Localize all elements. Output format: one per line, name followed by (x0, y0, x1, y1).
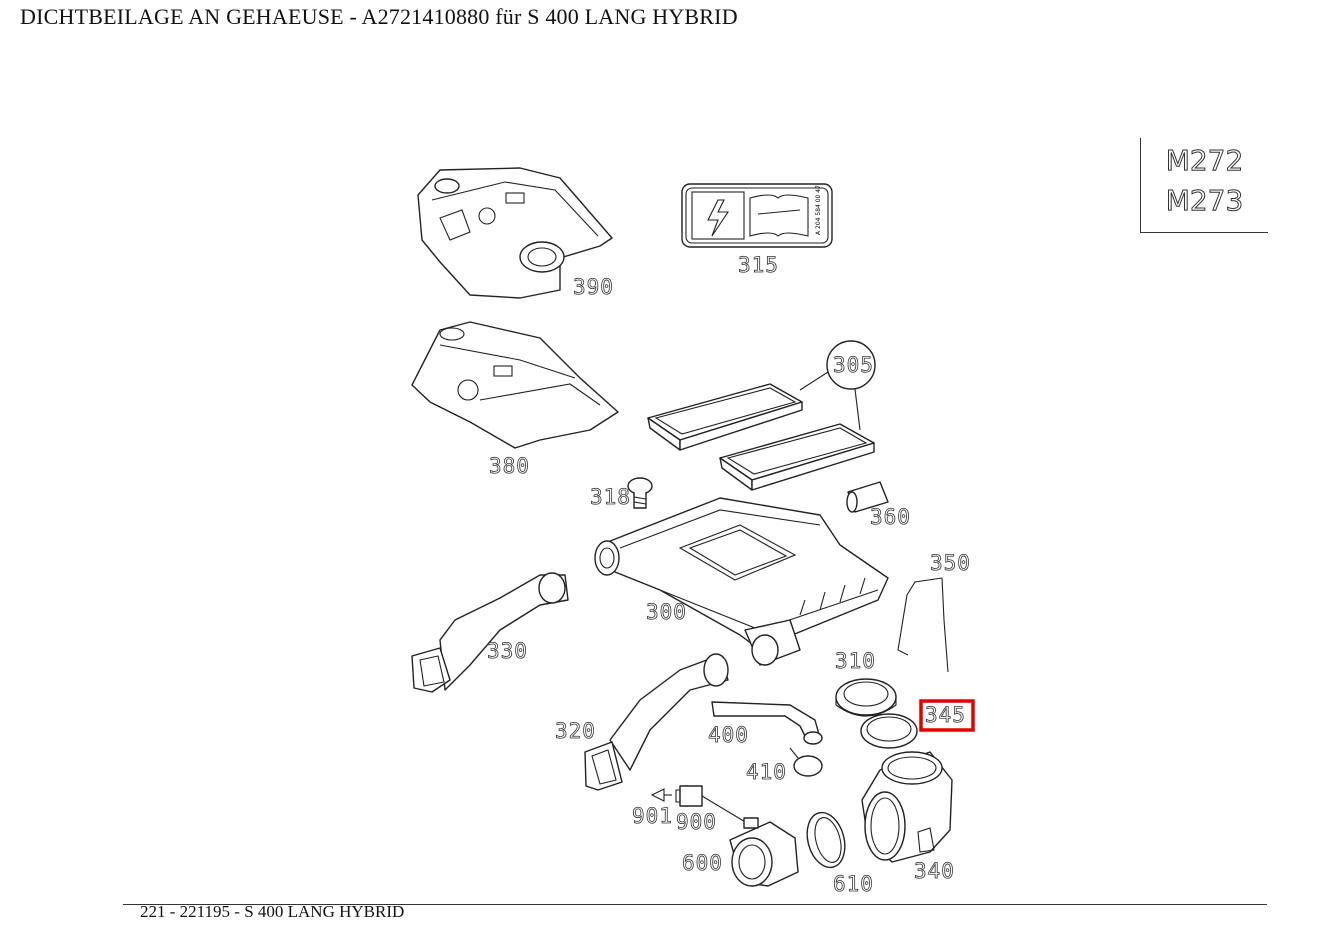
label-610[interactable]: 610 (833, 872, 874, 897)
part-310-ring[interactable] (835, 678, 897, 717)
label-900[interactable]: 900 (676, 810, 717, 835)
part-345-gasket[interactable] (860, 713, 918, 749)
engine-code-m272: M272 (1165, 144, 1244, 178)
highlight-box-345 (919, 699, 975, 732)
label-310[interactable]: 310 (835, 649, 876, 674)
label-315[interactable]: 315 (738, 253, 779, 278)
label-360[interactable]: 360 (870, 505, 911, 530)
label-305[interactable]: 305 (833, 353, 874, 378)
engine-code-box: M272 M273 (1140, 138, 1268, 233)
part-300-filter-housing[interactable] (594, 497, 889, 666)
label-350[interactable]: 350 (930, 551, 971, 576)
part-340-elbow-housing[interactable] (861, 751, 953, 863)
part-315-warning-label[interactable]: A 204 584 00 47 (681, 183, 833, 248)
part-610-ring[interactable] (801, 808, 850, 871)
label-901[interactable]: 901 (632, 804, 673, 829)
part-410-clamp[interactable] (789, 747, 823, 777)
part-350-seal[interactable] (897, 577, 949, 673)
sticker-code-text: A 204 584 00 47 (815, 185, 822, 235)
part-330-intake-duct[interactable] (411, 572, 569, 693)
part-600-mass-air-sensor[interactable] (729, 817, 799, 887)
label-390[interactable]: 390 (573, 275, 614, 300)
label-330[interactable]: 330 (487, 639, 528, 664)
part-318-screw[interactable] (627, 477, 653, 509)
engine-code-m273: M273 (1165, 184, 1244, 218)
page-title: DICHTBEILAGE AN GEHAEUSE - A2721410880 f… (20, 4, 738, 29)
label-400[interactable]: 400 (708, 723, 749, 748)
part-901-plug[interactable] (650, 788, 672, 802)
label-600[interactable]: 600 (682, 851, 723, 876)
part-380-engine-cover[interactable] (411, 321, 619, 449)
footer-model-text: 221 - 221195 - S 400 LANG HYBRID (140, 902, 405, 921)
label-380[interactable]: 380 (489, 454, 530, 479)
part-320-intake-duct[interactable] (584, 653, 729, 791)
footer-divider (123, 904, 1267, 905)
label-318[interactable]: 318 (590, 485, 631, 510)
part-360-sleeve[interactable] (846, 481, 889, 513)
part-390-engine-cover[interactable] (417, 167, 613, 299)
part-400-hose[interactable] (711, 701, 823, 745)
label-410[interactable]: 410 (746, 760, 787, 785)
label-320[interactable]: 320 (555, 719, 596, 744)
label-300[interactable]: 300 (646, 600, 687, 625)
part-305-air-filters[interactable] (647, 340, 876, 491)
label-345[interactable]: 345 (925, 703, 966, 728)
label-340[interactable]: 340 (914, 859, 955, 884)
